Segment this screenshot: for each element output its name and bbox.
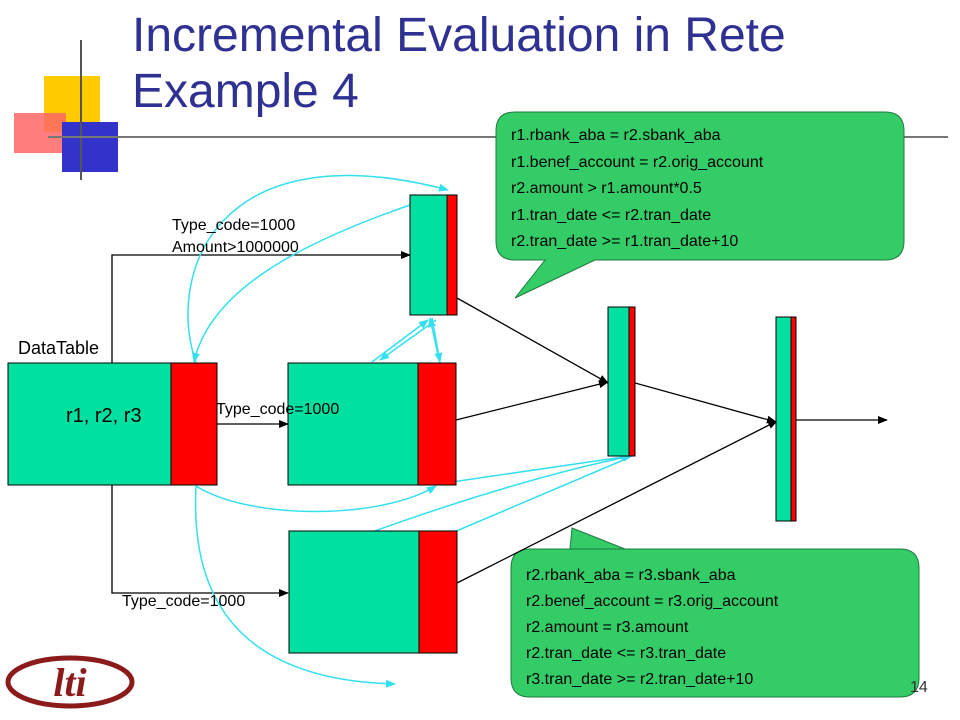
callout-bottom-line: r2.tran_date <= r3.tran_date xyxy=(526,645,727,662)
edge-top-to-join1 xyxy=(456,297,609,384)
callout-top-line: r2.tran_date >= r1.tran_date+10 xyxy=(511,233,739,250)
callout-bottom-line: r3.tran_date >= r2.tran_date+10 xyxy=(526,671,754,688)
flow-edges xyxy=(111,251,888,597)
lti-logo-text: lti xyxy=(53,660,86,705)
callout-bottom-line: r2.amount = r3.amount xyxy=(526,619,689,636)
datatable-content: r1, r2, r3 xyxy=(66,405,142,427)
callout-top-line: r1.rbank_aba = r2.sbank_aba xyxy=(511,127,721,144)
feedback-edges xyxy=(187,174,633,688)
callout-bottom-line: r2.rbank_aba = r3.sbank_aba xyxy=(526,567,736,584)
node-datatable xyxy=(7,362,218,486)
node-alpha-bottom xyxy=(288,530,458,654)
bottom-condition: Type_code=1000 xyxy=(122,593,246,610)
callout-bottom-line: r2.benef_account = r3.orig_account xyxy=(526,593,779,610)
top-condition-line1: Type_code=1000 xyxy=(172,217,296,234)
edge-join1-to-join2 xyxy=(634,382,777,424)
callout-top-line: r1.benef_account = r2.orig_account xyxy=(511,154,764,171)
edge-middle-to-join1 xyxy=(455,380,609,421)
node-join-2 xyxy=(775,316,797,522)
edge-bottom-to-join2 xyxy=(456,420,778,584)
decor-red-block xyxy=(14,113,66,153)
page-number: 14 xyxy=(910,679,928,696)
edge-datatable-to-bottom xyxy=(111,484,289,597)
callout-top xyxy=(495,111,905,299)
top-condition-line2: Amount>1000000 xyxy=(172,239,299,256)
slide-title: Incremental Evaluation in Rete Example 4 xyxy=(132,8,952,120)
slide-title-line1: Incremental Evaluation in Rete xyxy=(132,9,786,62)
edge-datatable-to-top xyxy=(111,251,411,363)
decor-blue-block xyxy=(62,122,118,172)
node-join-1 xyxy=(607,306,636,457)
callout-top-line: r2.amount > r1.amount*0.5 xyxy=(511,180,702,197)
datatable-label: DataTable xyxy=(18,338,100,358)
decor-vertical-line xyxy=(80,40,82,180)
callout-top-line: r1.tran_date <= r2.tran_date xyxy=(511,207,712,224)
lti-logo: lti xyxy=(5,655,135,709)
middle-condition: Type_code=1000 xyxy=(216,401,340,418)
node-alpha-top xyxy=(409,194,458,316)
node-alpha-middle xyxy=(287,362,457,486)
slide-title-line2: Example 4 xyxy=(132,65,359,118)
